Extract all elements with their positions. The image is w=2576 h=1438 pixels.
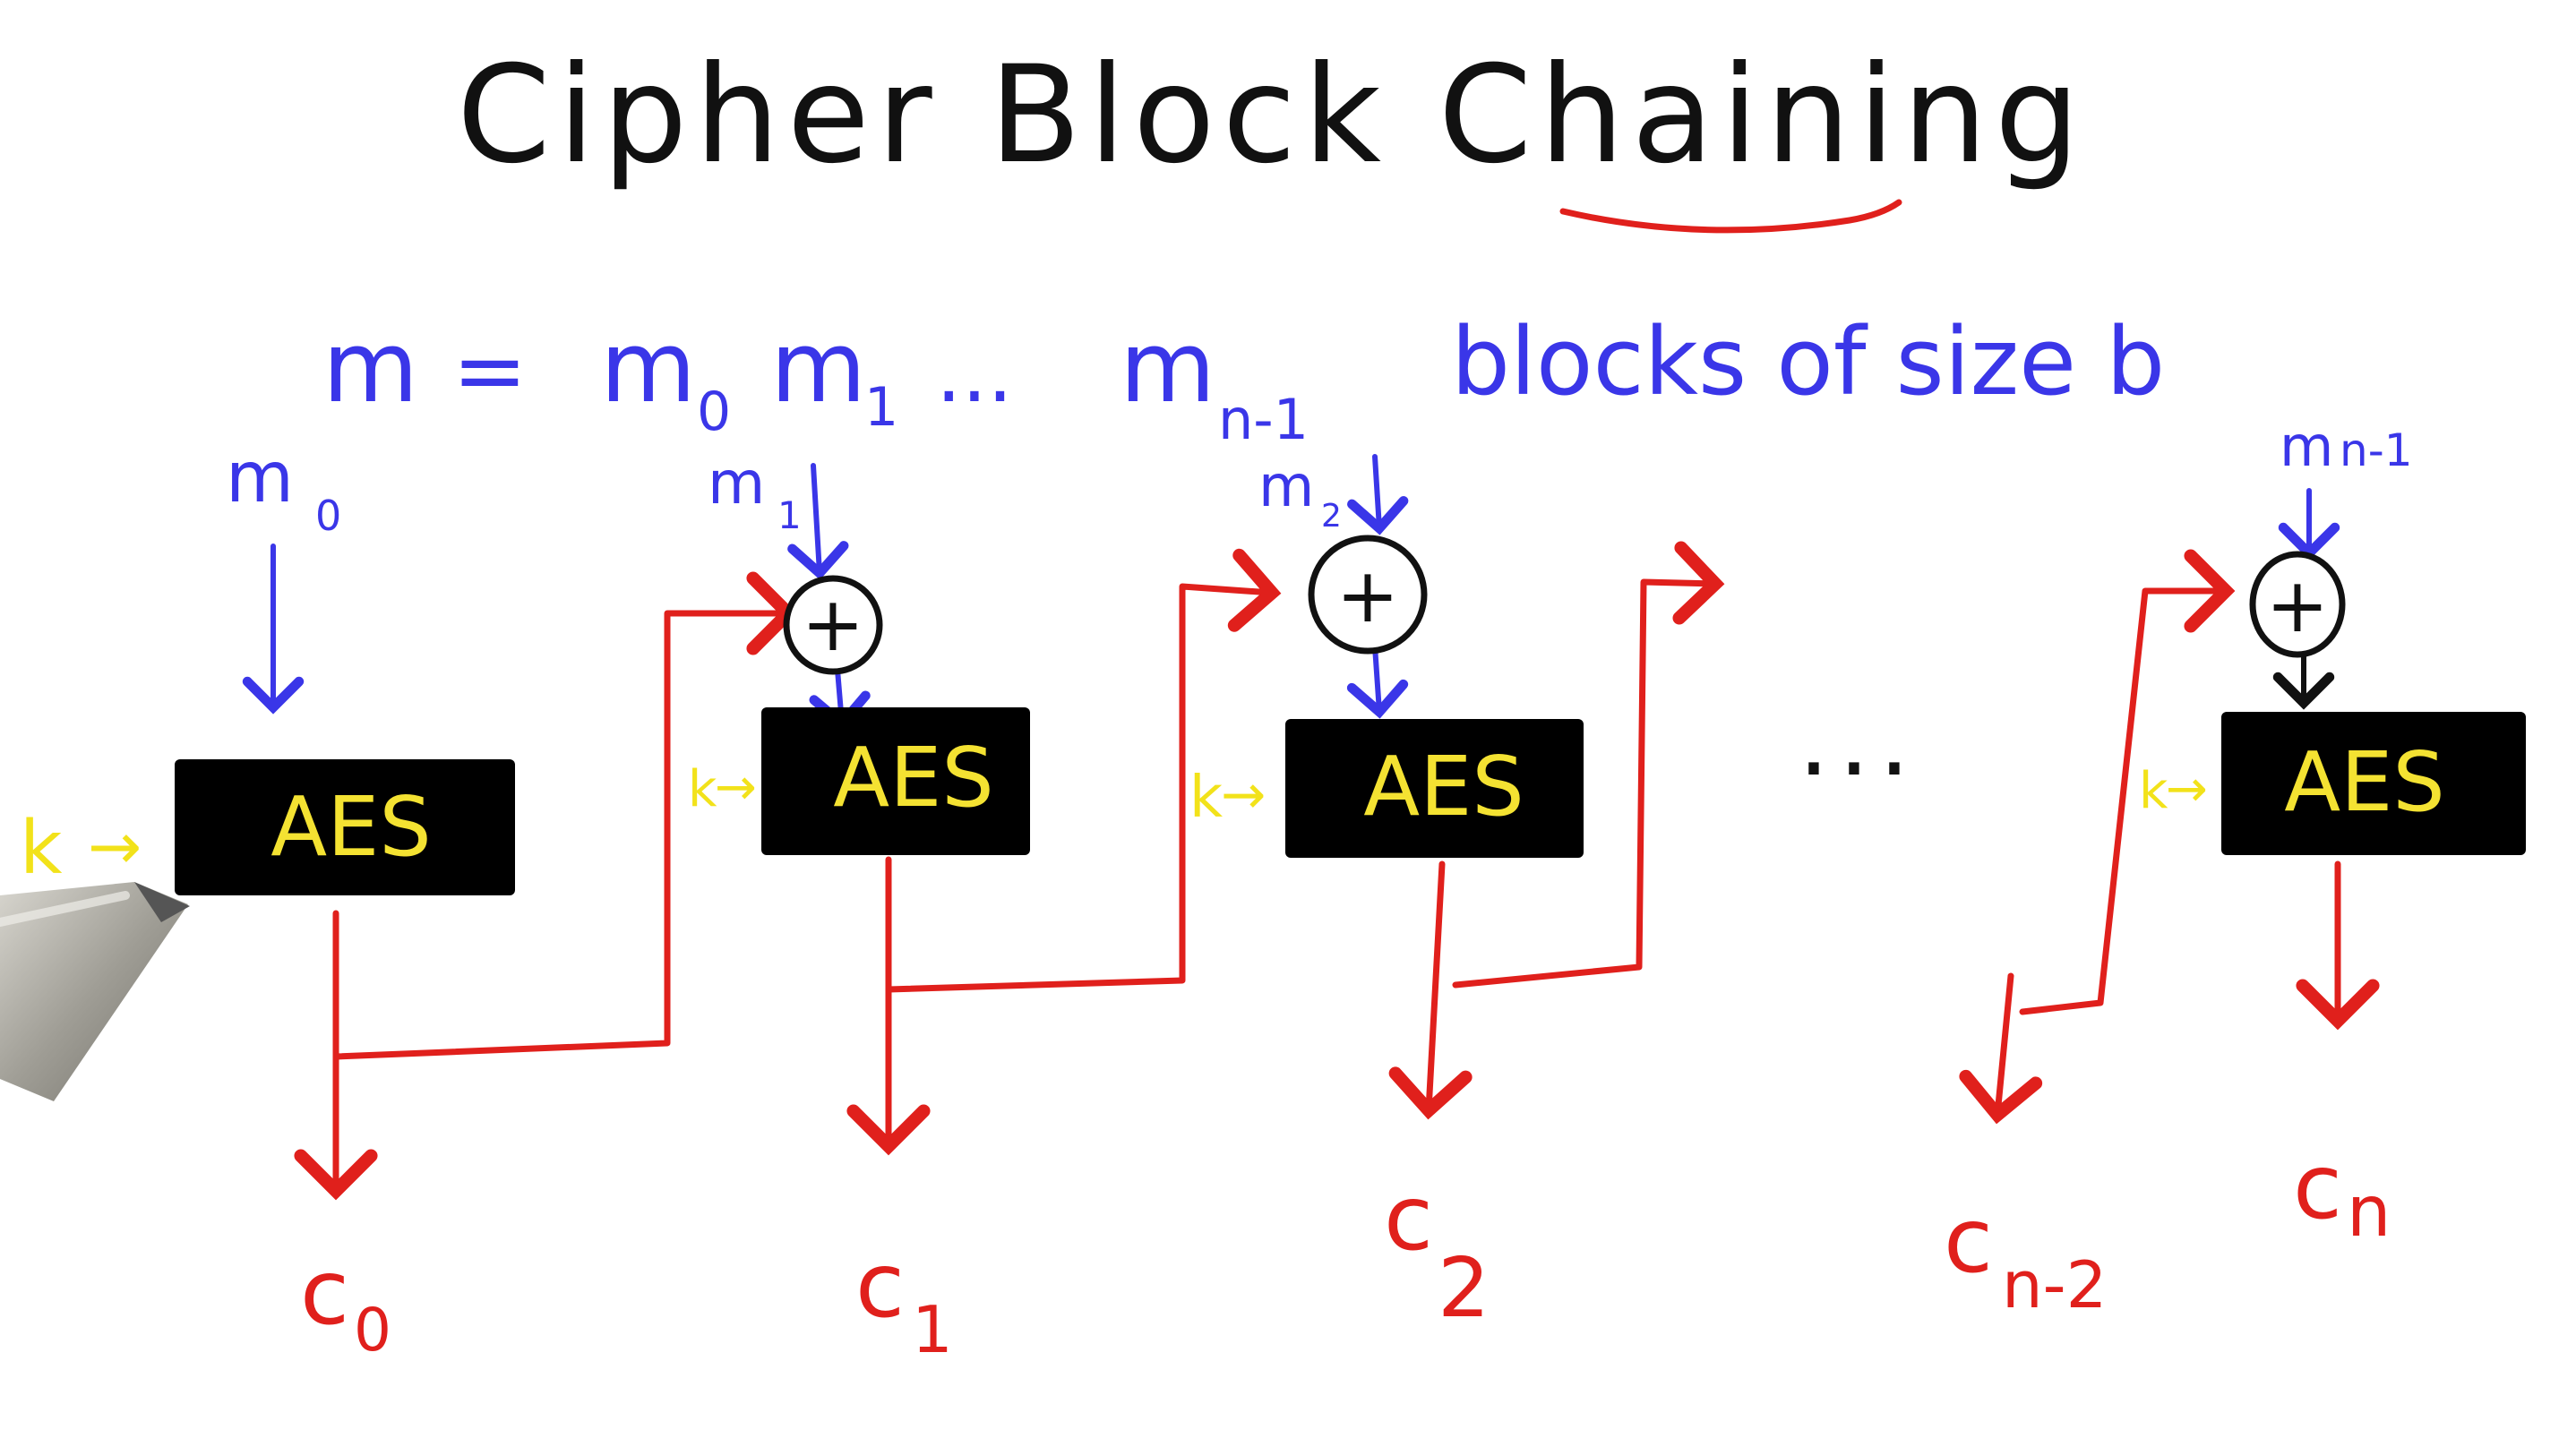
aes-block-1: AES [761, 707, 1030, 855]
output-label-cn-sub: n [2347, 1172, 2391, 1253]
key-arrow-2: → [1221, 764, 1266, 826]
equation-equals: = [452, 318, 528, 423]
input-label-bn: m [2280, 414, 2333, 479]
message-equation: m = m 0 m 1 ... m n-1 blocks of size b [322, 307, 2165, 452]
aes-label-1: AES [833, 730, 993, 826]
wire-cn2-to-xorn [2019, 549, 2236, 1015]
title-underline [1559, 199, 1902, 234]
wire-m1 [787, 463, 849, 580]
key-label-n: k [2139, 762, 2168, 820]
equation-note: blocks of size b [1451, 307, 2165, 416]
output-label-cn2-sub: n-2 [2002, 1247, 2107, 1322]
input-label-b2-sub: 2 [1321, 498, 1342, 535]
output-label-c1-sub: 1 [912, 1292, 953, 1367]
xor-symbol-b2: + [1336, 552, 1399, 639]
input-label-b1-sub: 1 [777, 493, 802, 537]
xor-circle-icon: + [1308, 535, 1428, 655]
key-arrow-n: → [2166, 760, 2208, 818]
input-label-b2: m [1258, 454, 1314, 520]
block-input-labels: m 0 m 1 m 2 m n-1 [226, 414, 2413, 540]
xor-symbol-b1: + [802, 580, 864, 668]
chain-ellipsis: ... [1799, 683, 1919, 798]
equation-mn1-sub: n-1 [1218, 387, 1309, 452]
xor-circle-icon: + [2249, 551, 2346, 658]
output-label-c2-sub: 2 [1438, 1240, 1490, 1336]
output-label-cn2: c [1944, 1188, 1993, 1293]
aes-label-n: AES [2284, 734, 2444, 830]
equation-m0-sub: 0 [697, 381, 731, 443]
key-arrow-1: → [715, 758, 757, 817]
output-label-c0-sub: 0 [354, 1296, 391, 1365]
wire-c2 [1388, 860, 1473, 1120]
wire-c0-to-xor1 [332, 571, 798, 1060]
wire-c1-to-xor2 [885, 548, 1282, 993]
input-label-bn-sub: n-1 [2340, 424, 2413, 476]
key-label-1: k [688, 760, 717, 818]
output-label-c1: c [855, 1233, 905, 1338]
page-title: Cipher Block Chaining [457, 38, 2087, 193]
aes-block-0: AES [175, 759, 515, 895]
key-label-2: k [1189, 765, 1223, 831]
output-label-c0: c [300, 1240, 349, 1345]
xor-nodes: + + + [783, 535, 2346, 675]
wire-m2-xor-out [1346, 644, 1409, 719]
key-label-0: k [20, 806, 63, 891]
equation-m0: m [600, 310, 696, 424]
equation-lhs: m [322, 310, 418, 424]
wire-c2-to-next [1452, 541, 1725, 989]
aes-blocks: AES AES AES AES [175, 707, 2526, 895]
xor-symbol-bn: + [2266, 561, 2329, 649]
aes-block-n: AES [2221, 712, 2526, 855]
aes-block-2: AES [1285, 719, 1584, 858]
xor-circle-icon: + [783, 575, 883, 675]
output-label-c2: c [1384, 1166, 1433, 1271]
input-label-b0-sub: 0 [315, 492, 341, 540]
output-label-cn: c [2293, 1134, 2342, 1239]
equation-mn1: m [1120, 310, 1215, 424]
pen-icon [0, 882, 190, 1101]
wire-m2 [1347, 454, 1409, 535]
equation-dots: ... [936, 327, 1013, 421]
aes-label-0: AES [270, 779, 431, 875]
chain-wires [294, 541, 2380, 1201]
key-inputs: k → k → k → k → [20, 758, 2208, 891]
wire-cn2 [1959, 972, 2043, 1125]
equation-m1-sub: 1 [864, 376, 898, 439]
ciphertext-labels: c 0 c 1 c 2 c n-2 c n [300, 1134, 2391, 1367]
input-label-b1: m [708, 449, 765, 518]
key-arrow-0: → [88, 809, 142, 884]
equation-m1: m [770, 310, 866, 424]
input-label-b0: m [226, 438, 294, 518]
aes-label-2: AES [1363, 739, 1524, 835]
